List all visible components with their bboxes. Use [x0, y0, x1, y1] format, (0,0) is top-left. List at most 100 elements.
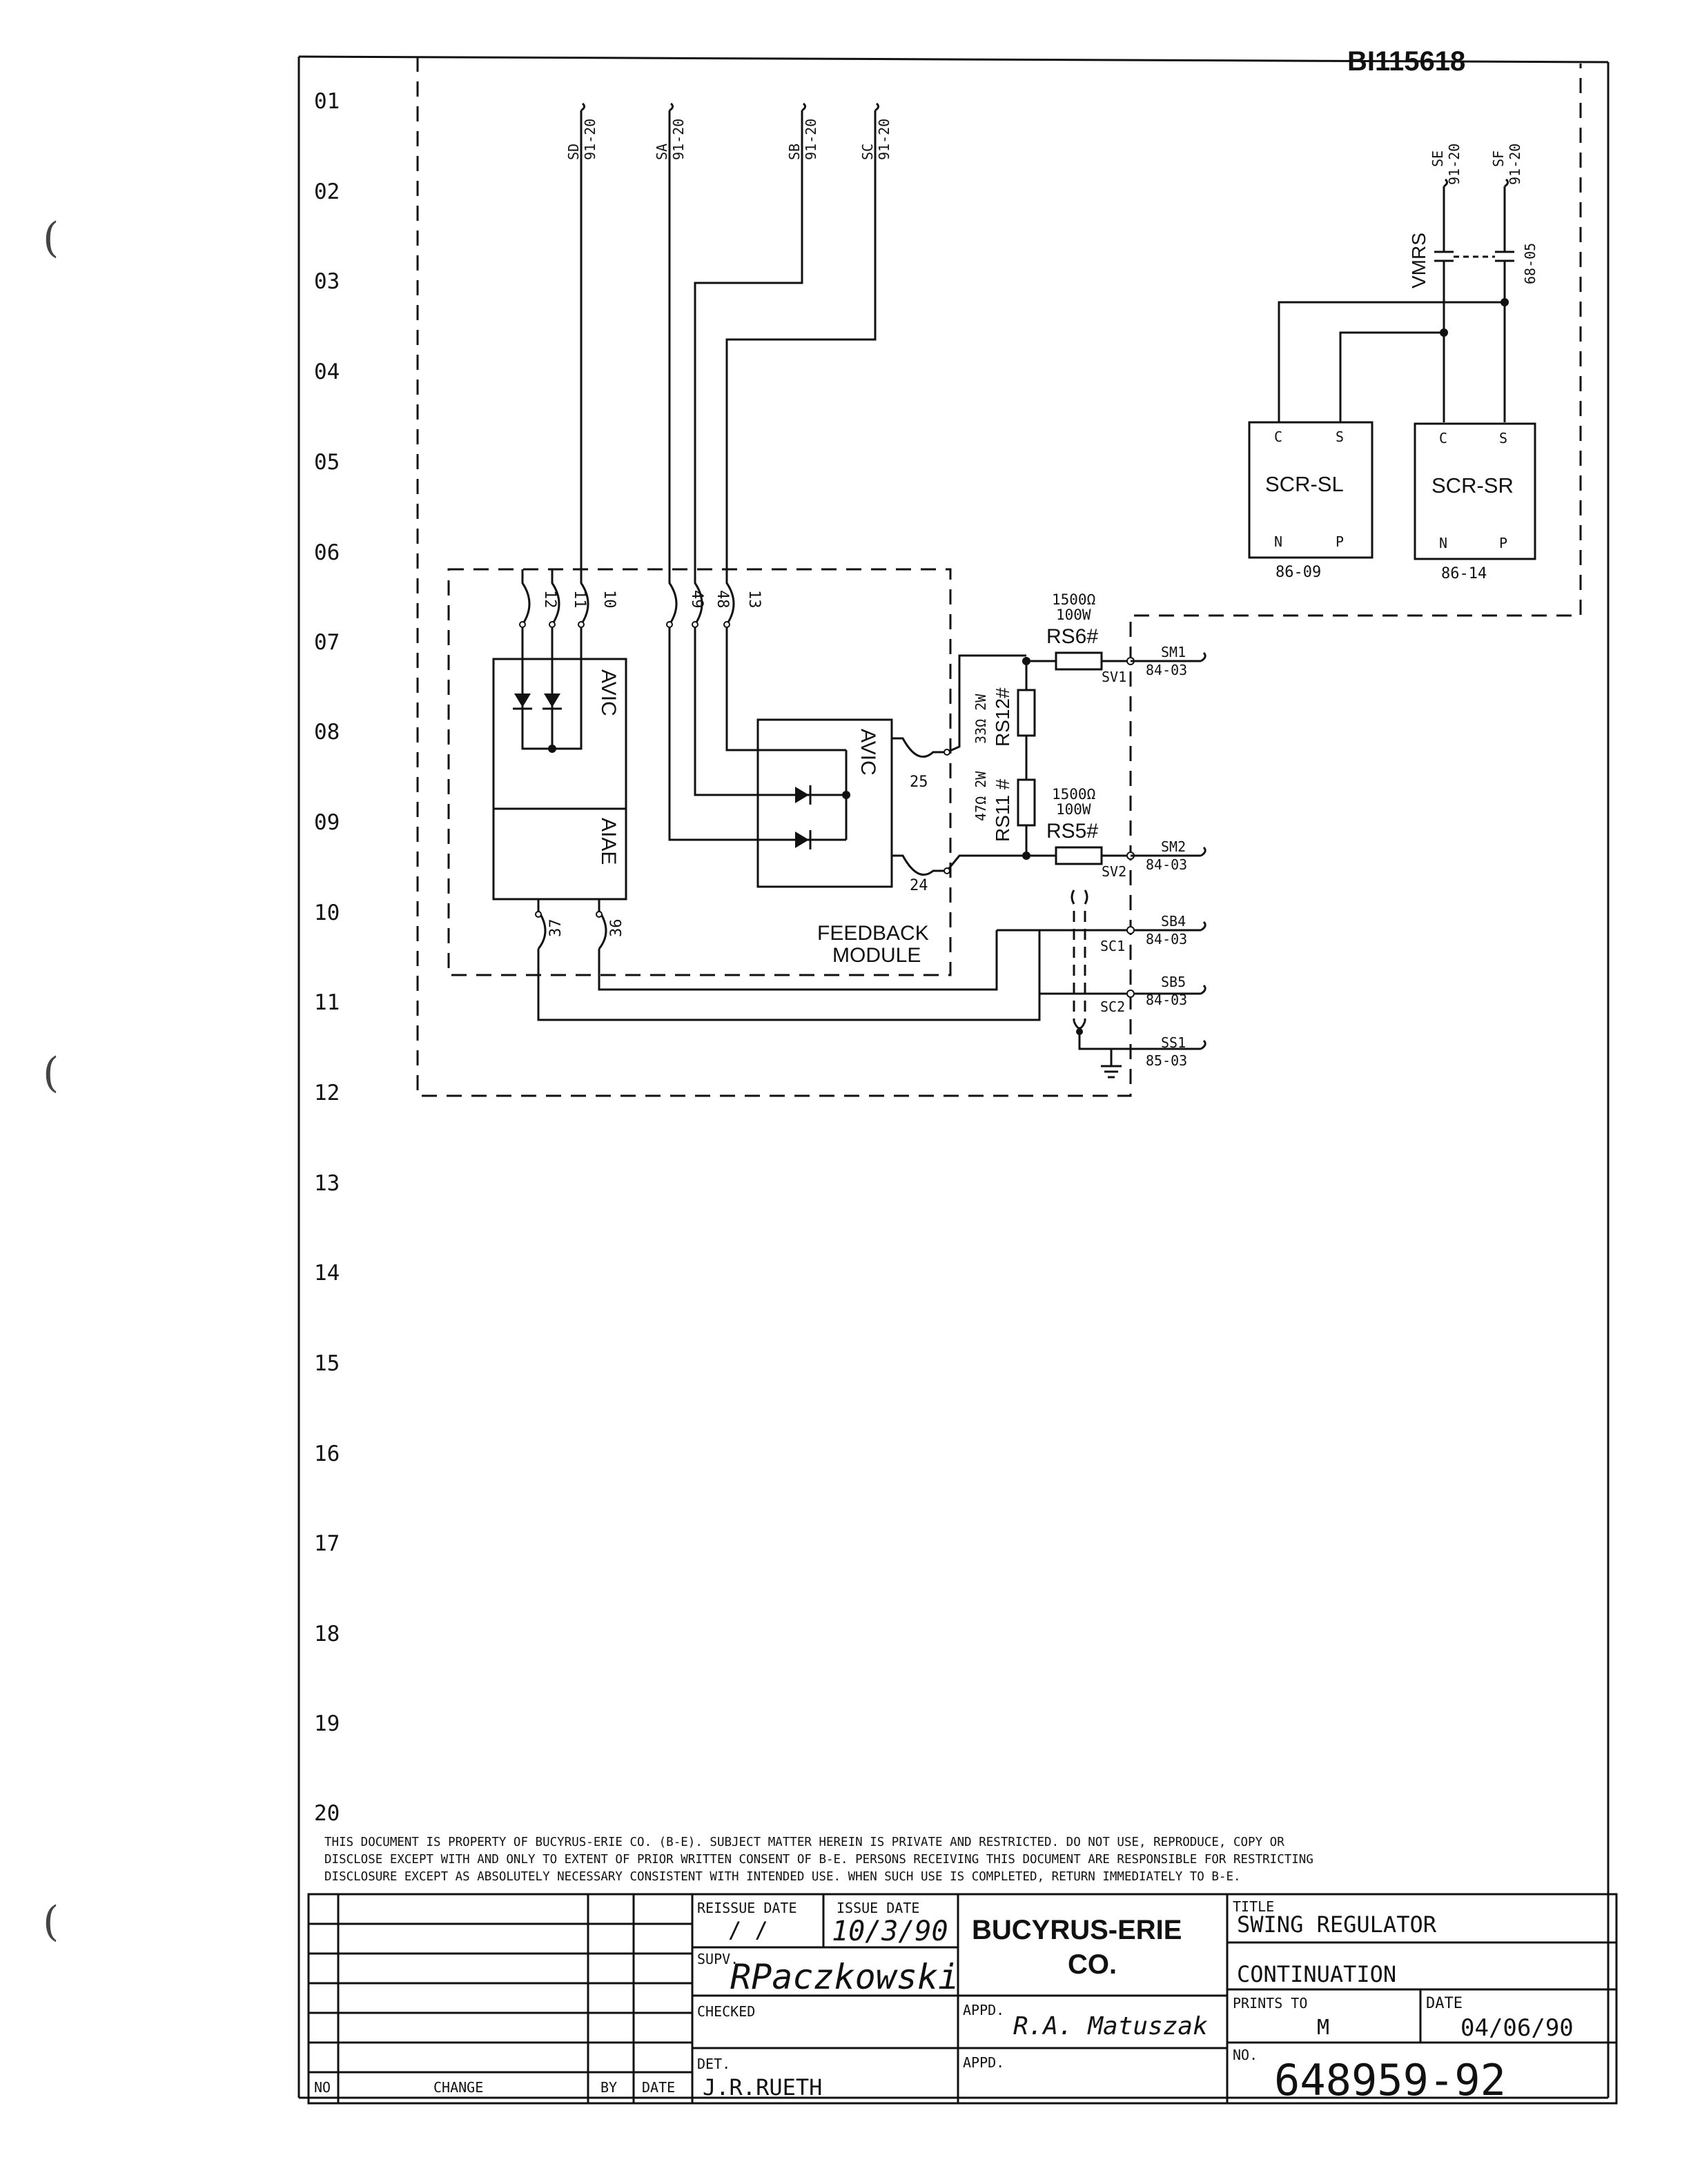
terminal-id: SB5: [1161, 974, 1186, 990]
pin-label: 24: [910, 877, 928, 894]
appd-signature: R.A. Matuszak: [1013, 2012, 1208, 2040]
terminal-id: SM1: [1161, 644, 1186, 660]
diode-icon: [795, 787, 809, 803]
terminal-ref: 84-03: [1146, 662, 1187, 678]
drawing-subtitle: CONTINUATION: [1237, 1961, 1396, 1987]
zone-number: 03: [314, 269, 340, 294]
terminal-ref: 91-20: [582, 119, 598, 160]
company-suffix: CO.: [1068, 1949, 1117, 1980]
scr-pin-label: N: [1274, 533, 1282, 550]
rev-no-header: NO: [314, 2079, 331, 2096]
node-label-sc2: SC2: [1100, 998, 1125, 1015]
zone-number: 01: [314, 89, 340, 114]
pin-label: 10: [600, 590, 618, 609]
vmrs-label: VMRS: [1408, 233, 1429, 288]
terminal-sa: SA 91-20: [654, 102, 687, 559]
resistor-rs6: [1055, 651, 1103, 671]
terminal-ref: 84-03: [1146, 856, 1187, 873]
feedback-module-label: MODULE: [832, 944, 921, 967]
avic-upper-label: AVIC: [597, 669, 620, 716]
notice-line: DISCLOSE EXCEPT WITH AND ONLY TO EXTENT …: [324, 1853, 1313, 1867]
zone-number: 13: [314, 1171, 340, 1196]
zone-number: 05: [314, 450, 340, 475]
date-value: 04/06/90: [1460, 2014, 1574, 2042]
binder-hole-mark-3: (: [43, 1898, 59, 1946]
terminal-id: SB4: [1161, 913, 1186, 929]
resistor-network: 1500Ω 100W RS6# 1500Ω 100W RS5# 33Ω 2W R…: [959, 591, 1201, 880]
title-block: NO CHANGE BY DATE REISSUE DATE / / ISSUE…: [307, 1893, 1618, 2105]
rs6-value: 1500Ω: [1052, 591, 1095, 608]
pin-label: 36: [608, 919, 625, 938]
drawing-no-label: NO.: [1233, 2047, 1258, 2063]
avic-feedback-card: AVIC: [756, 718, 893, 888]
terminal-se: SE 91-20: [1429, 144, 1463, 252]
company-name: BUCYRUS-ERIE: [972, 1915, 1182, 1945]
prints-to-label: PRINTS TO: [1233, 1995, 1307, 2011]
document-id-stamp: BI115618: [1347, 46, 1465, 77]
scr-gate-wiring: [1278, 298, 1509, 422]
det-value: J.R.RUETH: [703, 2074, 822, 2101]
appd2-label: APPD.: [963, 2054, 1004, 2071]
prints-to-value: M: [1317, 2016, 1329, 2040]
connector-pins-upper: 12 11 10: [519, 559, 618, 659]
scr-sl-block: C S SCR-SL N P 86-09: [1248, 421, 1374, 581]
zone-number: 15: [314, 1351, 340, 1376]
pin-label: 13: [745, 590, 763, 609]
appd-label: APPD.: [963, 2002, 1004, 2018]
terminal-ref: 85-03: [1146, 1052, 1187, 1069]
zone-number: 06: [314, 540, 340, 565]
scr-pin-label: C: [1274, 429, 1282, 445]
terminal-id: SM2: [1161, 838, 1186, 855]
terminal-sc: SC 91-20: [725, 102, 892, 559]
reissue-date-value: / /: [728, 1917, 768, 1943]
terminal-ref: 91-20: [670, 119, 687, 160]
terminal-ref: 91-20: [803, 119, 819, 160]
terminal-id: SE: [1429, 150, 1446, 167]
scr-pin-label: P: [1336, 533, 1344, 550]
issue-date-value: 10/3/90: [832, 1916, 948, 1947]
terminal-ref: 84-03: [1146, 931, 1187, 947]
terminal-ref: 91-20: [1507, 144, 1523, 185]
feedback-module-outline: [447, 568, 952, 976]
binder-hole-mark-1: (: [43, 214, 59, 262]
node-label-sv1: SV1: [1102, 669, 1126, 685]
vmrs-ref: 68-05: [1522, 243, 1538, 284]
rs12-name: RS12#: [992, 687, 1013, 747]
avic-aiae-card: AVIC AIAE: [492, 658, 627, 901]
scr-pin-label: N: [1439, 535, 1447, 551]
connector-pins-feedback: 49 48 13: [666, 559, 763, 841]
scr-sl-ref: 86-09: [1275, 564, 1321, 581]
pin-label: 48: [714, 590, 731, 609]
cabinet-outline: [416, 57, 1582, 1097]
zone-number: 11: [314, 990, 340, 1015]
terminal-ref: 91-20: [1446, 144, 1463, 185]
notice-line: THIS DOCUMENT IS PROPERTY OF BUCYRUS-ERI…: [324, 1836, 1284, 1849]
right-terminals: SM1 84-03 SM2 84-03 SB4 84-03 SB5 84-03 …: [1146, 644, 1206, 1069]
feedback-module-label: FEEDBACK: [817, 922, 929, 945]
rev-change-header: CHANGE: [433, 2079, 483, 2096]
node-label-sv2: SV2: [1102, 863, 1126, 880]
pin-label: 12: [541, 590, 558, 609]
zone-number: 04: [314, 360, 340, 384]
rev-date-header: DATE: [642, 2079, 675, 2096]
scr-pin-label: C: [1439, 430, 1447, 446]
zone-number: 19: [314, 1711, 340, 1736]
rs6-watt: 100W: [1056, 607, 1091, 623]
rev-by-header: BY: [600, 2079, 617, 2096]
resistor-rs11: [1017, 778, 1036, 827]
checked-label: CHECKED: [697, 2003, 755, 2020]
zone-number: 20: [314, 1801, 340, 1826]
reissue-date-label: REISSUE DATE: [697, 1900, 797, 1916]
terminal-ref: 84-03: [1146, 992, 1187, 1008]
drawing-frame: [297, 55, 1610, 2099]
supv-signature: RPaczkowski: [730, 1957, 959, 1997]
scr-sr-ref: 86-14: [1441, 565, 1487, 582]
terminal-ref: 91-20: [876, 119, 892, 160]
terminal-sf: SF 91-20: [1490, 144, 1523, 252]
terminal-id: SB: [786, 144, 803, 160]
rs6-name: RS6#: [1046, 625, 1098, 648]
zone-number: 17: [314, 1531, 340, 1556]
terminal-id: SA: [654, 144, 670, 160]
drawing-title: SWING REGULATOR: [1237, 1911, 1437, 1938]
shielded-cable: SC1 SC2: [537, 889, 1201, 1079]
